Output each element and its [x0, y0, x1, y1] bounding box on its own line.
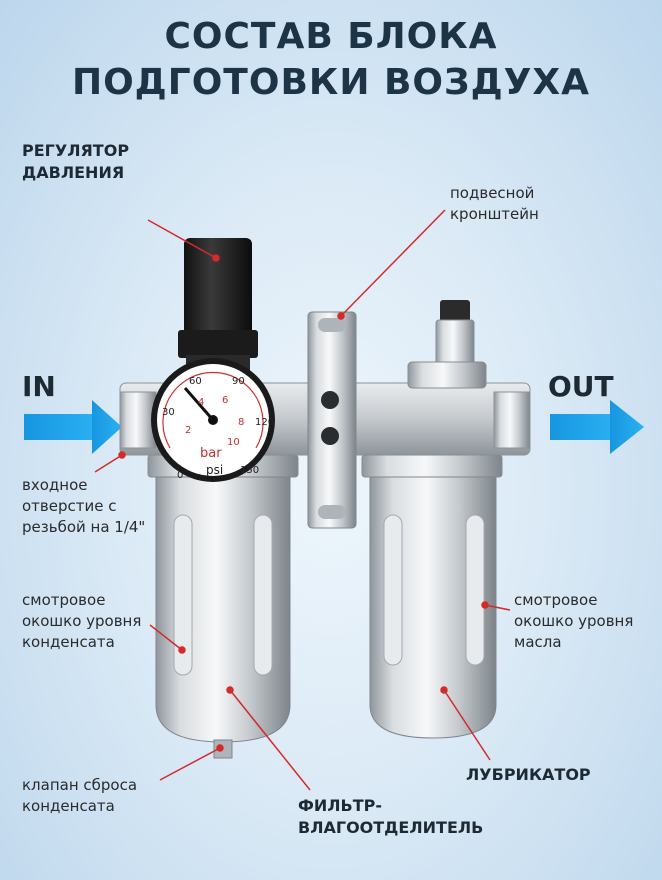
- pressure-gauge: [151, 358, 275, 482]
- regulator-label: РЕГУЛЯТОР ДАВЛЕНИЯ: [22, 141, 130, 182]
- page-title-line-1: СОСТАВ БЛОКА: [164, 16, 498, 57]
- lubricator-body: [361, 300, 503, 739]
- gauge-outer-tick-0: 0: [177, 470, 184, 481]
- out-label: OUT: [548, 370, 614, 403]
- hanging-bracket: [307, 311, 357, 529]
- gauge-outer-tick-30: 30: [162, 407, 175, 418]
- in-arrow: [24, 400, 122, 454]
- gauge-inner-tick-2: 2: [185, 425, 192, 436]
- oil-window-label: смотровое окошко уровня масла: [514, 591, 634, 651]
- gauge-outer-tick-60: 60: [189, 376, 202, 387]
- gauge-outer-tick-120: 120: [255, 417, 275, 428]
- page-title-line-2: ПОДГОТОВКИ ВОЗДУХА: [71, 62, 591, 103]
- gauge-bar-label: bar: [200, 446, 222, 461]
- gauge-inner-tick-4: 4: [198, 397, 205, 408]
- gauge-outer-tick-90: 90: [232, 376, 245, 387]
- gauge-psi-label: psi: [206, 463, 224, 477]
- bracket-label: подвесной кронштейн: [450, 184, 539, 223]
- filter-bowl: [147, 454, 299, 759]
- inlet-label: входное отверстие с резьбой на 1/4": [22, 476, 146, 536]
- filter-label: ФИЛЬТР- ВЛАГООТДЕЛИТЕЛЬ: [298, 796, 484, 837]
- condensate-window-label: смотровое окошко уровня конденсата: [22, 591, 142, 651]
- gauge-inner-tick-8: 8: [238, 417, 245, 428]
- gauge-inner-tick-10: 10: [227, 437, 240, 448]
- drain-valve-label: клапан сброса конденсата: [22, 776, 138, 815]
- gauge-outer-tick-150: 150: [240, 465, 260, 476]
- pointer-lines: [94, 209, 511, 791]
- lubricator-label: ЛУБРИКАТОР: [466, 765, 591, 784]
- in-label: IN: [22, 370, 56, 403]
- out-arrow: [550, 400, 644, 454]
- gauge-inner-tick-6: 6: [222, 395, 229, 406]
